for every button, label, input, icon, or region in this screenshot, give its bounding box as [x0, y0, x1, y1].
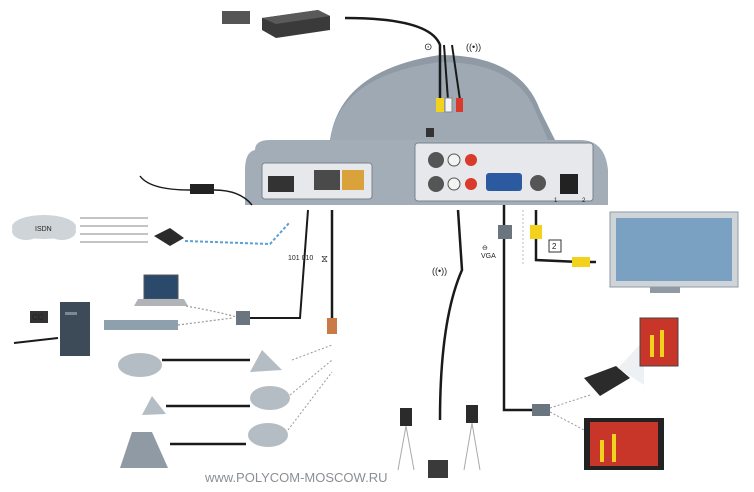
isdn-cloud: ISDN: [12, 215, 76, 240]
projection-screen: [639, 317, 679, 367]
rca-yellow-plug: [436, 98, 444, 112]
hub-cable: [13, 337, 59, 344]
video-in-icon: ⊙: [424, 42, 432, 53]
vga-label: VGA: [481, 253, 496, 260]
mic-pod-4: [250, 386, 290, 410]
serial-hub: [104, 320, 178, 330]
vga-splitter: [532, 404, 550, 416]
mic-pod-1: [118, 353, 162, 377]
film-strip-icon: [222, 11, 250, 24]
vga-plug: [498, 225, 512, 239]
rear-port-number-2: 2: [582, 198, 586, 204]
projector: [584, 340, 644, 396]
microphone-icon: ⧖: [321, 254, 328, 265]
closed-caption-badge: [30, 311, 48, 323]
lan-port[interactable]: [342, 170, 364, 190]
mic-pod-3: [142, 396, 166, 415]
rca-white-plug: [444, 97, 453, 113]
power-adapter: [190, 184, 214, 194]
vga-port[interactable]: [486, 173, 522, 191]
server-tower: [60, 302, 90, 356]
video-out-cable: [534, 210, 596, 264]
vcr-device: [222, 10, 330, 38]
codec-unit: 1 2: [245, 55, 608, 205]
conference-phone: [120, 432, 168, 468]
rca-white-port[interactable]: [447, 153, 461, 167]
rca-white-out-port[interactable]: [447, 177, 461, 191]
vcr-cable: [344, 16, 442, 100]
network-port[interactable]: [314, 170, 340, 190]
mic-pod-5: [248, 423, 288, 447]
speaker-out-icon: ((•)): [432, 266, 447, 276]
audio-in-icon: ((•)): [466, 42, 481, 52]
monitor: [584, 418, 664, 470]
mic-cable-plug: [327, 318, 337, 334]
isdn-lines: [80, 217, 148, 243]
speakers: [397, 405, 481, 478]
port-2-label: 2: [552, 242, 557, 251]
rca-red-port[interactable]: [465, 154, 477, 166]
svideo-out-port[interactable]: [428, 176, 444, 192]
video-yellow-plug: [530, 225, 542, 239]
svideo-in-port[interactable]: [428, 152, 444, 168]
vga-out-icon: ⊖: [482, 245, 488, 252]
aux-video-port[interactable]: [530, 175, 546, 191]
watermark: www.POLYCOM-MOSCOW.RU: [205, 470, 388, 485]
laptop: [134, 274, 188, 306]
isdn-network-adapter: [154, 228, 184, 246]
serial-data-label: 101 010: [288, 255, 313, 262]
lock-icon: [426, 128, 434, 137]
subwoofer: [428, 460, 448, 478]
power-adapter-cable: [139, 175, 205, 191]
power-switch[interactable]: [560, 174, 578, 194]
rear-port-number-1: 1: [554, 198, 558, 204]
audio-out-cable: [438, 209, 464, 421]
mic-port[interactable]: [268, 176, 294, 192]
isdn-label: ISDN: [35, 226, 52, 233]
tv-yellow-plug: [572, 257, 590, 267]
closed-caption-label: CC: [32, 313, 44, 322]
rca-red-plug: [456, 98, 463, 112]
vga-cable: [502, 205, 532, 412]
mic-pod-2: [250, 350, 282, 372]
rca-red-out-port[interactable]: [465, 178, 477, 190]
port-2-badge: [548, 239, 562, 253]
serial-connector: [236, 311, 250, 325]
tv-display: [609, 211, 739, 293]
